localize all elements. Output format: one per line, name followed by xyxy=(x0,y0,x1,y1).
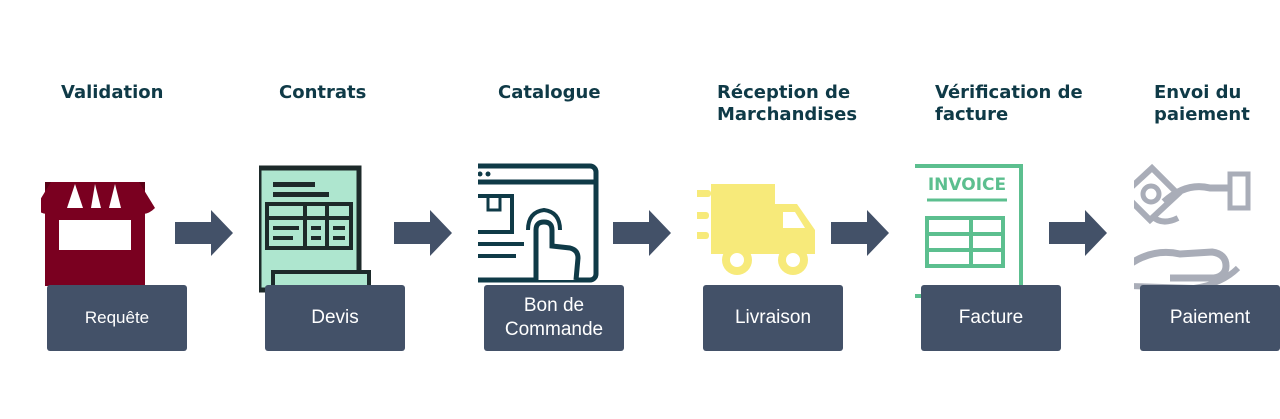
storefront-icon xyxy=(41,160,191,305)
arrow-right-icon xyxy=(394,210,454,256)
step-title: Envoi du paiement xyxy=(1154,82,1250,125)
step-label-facture: Facture xyxy=(921,285,1061,351)
step-verification: Vérification de facture INVOICE Facture xyxy=(915,0,1083,419)
arrow-right-icon xyxy=(1049,210,1109,256)
step-reception: Réception de Marchandises Livraison xyxy=(697,0,863,419)
invoice-icon: INVOICE xyxy=(915,160,1065,305)
arrow-right-icon xyxy=(175,210,235,256)
arrow-right-icon xyxy=(831,210,891,256)
web-catalog-icon xyxy=(478,160,628,305)
step-title: Vérification de facture xyxy=(935,82,1083,125)
contract-document-icon xyxy=(259,160,409,305)
step-contrats: Contrats Devis xyxy=(259,0,425,419)
step-validation: Validation Requête xyxy=(41,0,207,419)
step-catalogue: Catalogue Bon de Commande xyxy=(478,0,644,419)
step-label-requete: Requête xyxy=(47,285,187,351)
step-title: Catalogue xyxy=(498,82,601,103)
step-title: Réception de Marchandises xyxy=(717,82,858,125)
step-title: Validation xyxy=(61,82,164,103)
step-title: Contrats xyxy=(279,82,367,103)
arrow-right-icon xyxy=(613,210,673,256)
step-label-paiement: Paiement xyxy=(1140,285,1280,351)
payment-hands-icon xyxy=(1134,160,1280,305)
delivery-truck-icon xyxy=(697,160,847,305)
step-label-devis: Devis xyxy=(265,285,405,351)
step-paiement: Envoi du paiement Paiement xyxy=(1134,0,1280,419)
step-label-livraison: Livraison xyxy=(703,285,843,351)
invoice-text: INVOICE xyxy=(928,175,1006,195)
step-label-bon-de-commande: Bon de Commande xyxy=(484,285,624,351)
